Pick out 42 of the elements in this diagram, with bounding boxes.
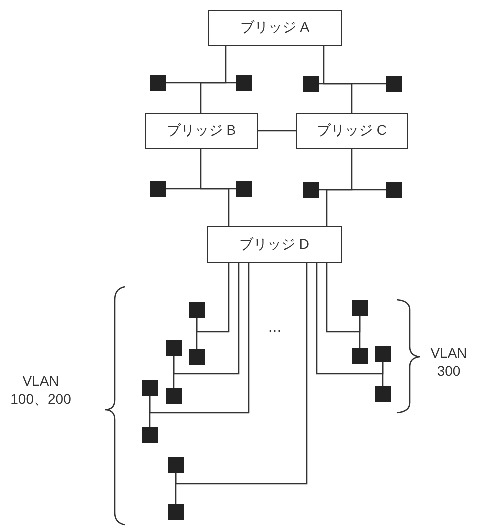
terminal-square xyxy=(142,380,158,396)
connector-line xyxy=(258,130,296,132)
terminal-square xyxy=(150,75,166,91)
connector-line xyxy=(326,263,361,333)
terminal-square xyxy=(236,181,252,197)
terminal-square xyxy=(189,349,205,365)
terminal-square xyxy=(352,300,368,316)
connector-line xyxy=(196,263,230,333)
terminal-square xyxy=(375,346,391,362)
bridge-box: ブリッジ D xyxy=(207,226,342,263)
connector-line xyxy=(200,149,230,226)
terminal-square xyxy=(166,340,182,356)
connector-line xyxy=(173,263,240,375)
terminal-square xyxy=(352,348,368,364)
bridge-box: ブリッジ A xyxy=(208,10,342,46)
connector-line xyxy=(316,263,384,375)
terminal-square xyxy=(236,75,252,91)
connector-line xyxy=(323,46,353,113)
connector-line xyxy=(326,149,353,226)
terminal-square xyxy=(168,504,184,520)
terminal-square xyxy=(168,457,184,473)
connector-line xyxy=(175,263,308,485)
connector-line xyxy=(149,263,250,414)
terminal-square xyxy=(375,386,391,402)
connector-line xyxy=(166,188,236,190)
terminal-square xyxy=(386,182,402,198)
connector-line xyxy=(319,83,386,85)
connector-line xyxy=(166,82,236,84)
terminal-square xyxy=(150,181,166,197)
bridge-box: ブリッジ C xyxy=(296,113,408,149)
terminal-square xyxy=(303,182,319,198)
terminal-square xyxy=(142,427,158,443)
terminal-square xyxy=(386,76,402,92)
connector-line xyxy=(319,189,386,191)
vlan-label: VLAN 100、200 xyxy=(10,372,72,408)
ellipsis-text: … xyxy=(267,318,283,336)
vlan-label: VLAN 300 xyxy=(430,344,468,380)
bridge-box: ブリッジ B xyxy=(145,113,258,149)
terminal-square xyxy=(166,388,182,404)
terminal-square xyxy=(189,302,205,318)
connector-line xyxy=(200,46,227,113)
terminal-square xyxy=(303,76,319,92)
